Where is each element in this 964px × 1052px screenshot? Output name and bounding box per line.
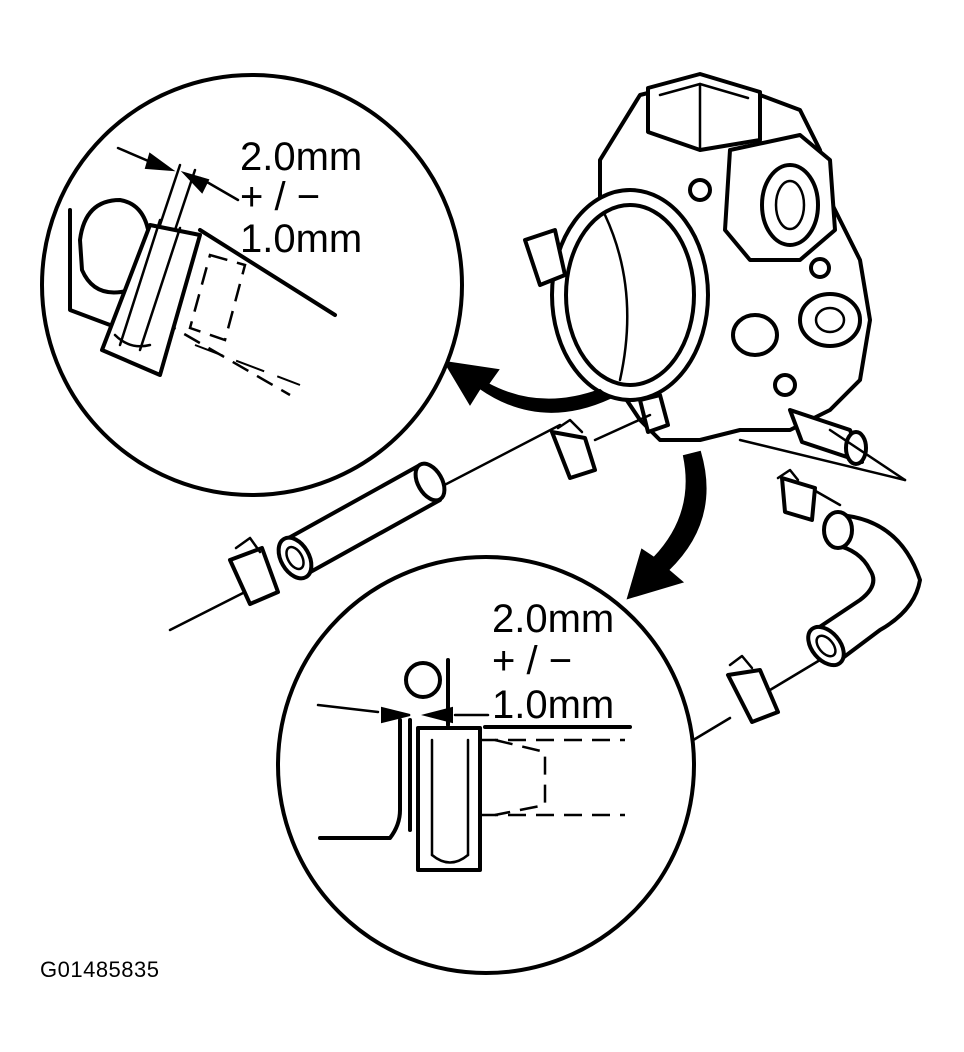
upper-hose-assembly [168, 413, 652, 632]
lower-dimension-value: 2.0mm [492, 597, 614, 641]
lower-hose-assembly [683, 428, 922, 747]
upper-detail-callout: 2.0mm + / − 1.0mm [40, 73, 464, 497]
arrow-to-lower-callout [626, 450, 707, 600]
upper-dimension-tolerance: 1.0mm [240, 217, 362, 261]
throttle-body [523, 72, 872, 466]
figure-code: G01485835 [40, 957, 160, 982]
lower-dimension-tolerance: 1.0mm [492, 683, 614, 727]
upper-dimension-tolerance-sign: + / − [240, 175, 320, 219]
lower-detail-callout: 2.0mm + / − 1.0mm [276, 555, 696, 975]
lower-dimension-tolerance-sign: + / − [492, 639, 572, 683]
upper-dimension-value: 2.0mm [240, 135, 362, 179]
